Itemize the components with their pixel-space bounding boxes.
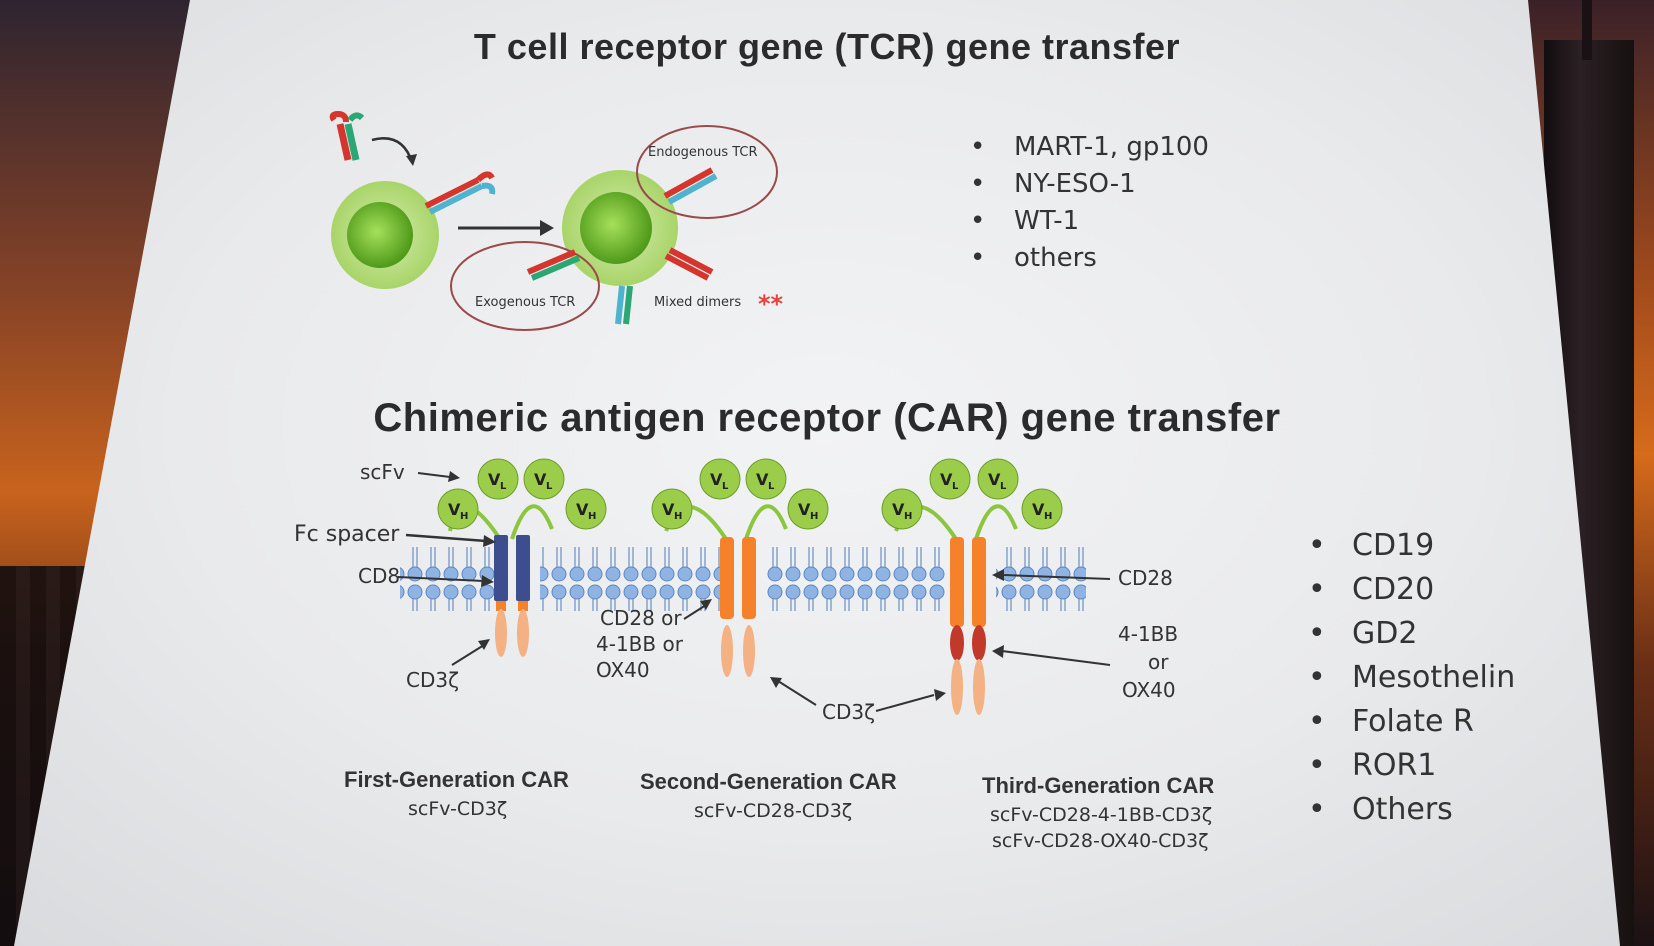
- car-target-item: GD2: [1308, 616, 1515, 660]
- svg-text:V: V: [940, 470, 953, 489]
- tcr-diagram: Endogenous TCR Exogenous TCR Mixed dimer…: [329, 110, 784, 331]
- car-target-item: ROR1: [1308, 748, 1515, 792]
- svg-text:V: V: [488, 470, 501, 489]
- tcr-section-title: T cell receptor gene (TCR) gene transfer: [473, 26, 1181, 67]
- svg-text:H: H: [810, 511, 818, 522]
- car-section-title: Chimeric antigen receptor (CAR) gene tra…: [373, 396, 1281, 440]
- gen2-construct: scFv-CD28-CD3ζ: [694, 800, 852, 822]
- tcr-target-item: NY-ESO-1: [970, 169, 1209, 206]
- cell-membrane: [996, 547, 1086, 611]
- cell-membrane: [766, 547, 946, 611]
- svg-text:V: V: [710, 470, 723, 489]
- car-target-item: Mesothelin: [1308, 660, 1515, 704]
- car-target-item: CD19: [1308, 528, 1515, 572]
- svg-text:H: H: [588, 511, 596, 522]
- scfv-label: scFv: [360, 460, 405, 484]
- svg-text:H: H: [904, 511, 912, 522]
- costim-label-line3: OX40: [596, 658, 650, 682]
- cd3z-center-label: CD3ζ: [822, 700, 875, 724]
- free-tcr-icon: [329, 110, 365, 161]
- gen3-construct-2: scFv-CD28-OX40-CD3ζ: [992, 830, 1208, 852]
- endogenous-tcr-label: Endogenous TCR: [648, 145, 758, 160]
- tcr-target-item: WT-1: [970, 206, 1209, 243]
- gen3-title: Third-Generation CAR: [982, 773, 1214, 798]
- fc-spacer-label: Fc spacer: [294, 522, 400, 547]
- svg-text:V: V: [576, 500, 589, 519]
- svg-text:L: L: [546, 481, 553, 492]
- curved-arrow: [371, 137, 414, 163]
- gen1-construct: scFv-CD3ζ: [408, 798, 507, 820]
- svg-text:V: V: [1032, 500, 1045, 519]
- svg-text:V: V: [534, 470, 547, 489]
- svg-text:H: H: [1044, 511, 1052, 522]
- gen2-title: Second-Generation CAR: [640, 769, 897, 794]
- exogenous-tcr-label: Exogenous TCR: [475, 295, 575, 310]
- svg-text:V: V: [756, 470, 769, 489]
- svg-text:H: H: [460, 511, 468, 522]
- t-cell-right: [450, 125, 778, 331]
- svg-text:V: V: [892, 500, 905, 519]
- svg-text:V: V: [662, 500, 675, 519]
- tcr-target-list: MART-1, gp100 NY-ESO-1 WT-1 others: [970, 132, 1209, 280]
- gen3-construct-1: scFv-CD28-4-1BB-CD3ζ: [990, 804, 1212, 826]
- cd28-right-label: CD28: [1118, 566, 1173, 590]
- car-target-item: CD20: [1308, 572, 1515, 616]
- svg-text:L: L: [500, 481, 507, 492]
- car-target-item: Folate R: [1308, 704, 1515, 748]
- second-generation-car: [664, 504, 788, 677]
- t-cell-left: [331, 171, 496, 289]
- exogenous-tcr-circle: [450, 241, 600, 331]
- car-target-item: Others: [1308, 792, 1515, 836]
- svg-text:V: V: [988, 470, 1001, 489]
- costim-label-line1: CD28 or: [600, 606, 682, 630]
- svg-text:L: L: [952, 481, 959, 492]
- svg-text:H: H: [674, 511, 682, 522]
- svg-text:V: V: [448, 500, 461, 519]
- mixed-dimers-label: Mixed dimers: [654, 295, 741, 310]
- costim-label-line2: 4-1BB or: [596, 632, 684, 656]
- bb-label-line3: OX40: [1122, 678, 1176, 702]
- tcr-target-item: MART-1, gp100: [970, 132, 1209, 169]
- svg-text:V: V: [798, 500, 811, 519]
- tcr-target-item: others: [970, 243, 1209, 280]
- mixed-dimers-stars: **: [758, 290, 784, 318]
- svg-text:L: L: [722, 481, 729, 492]
- bb-label-line2: or: [1148, 650, 1169, 674]
- cd8-label: CD8: [358, 564, 400, 588]
- gen1-title: First-Generation CAR: [344, 767, 569, 792]
- cd3z-first-label: CD3ζ: [406, 668, 459, 692]
- car-target-list: CD19 CD20 GD2 Mesothelin Folate R ROR1 O…: [1308, 528, 1515, 836]
- bb-label-line1: 4-1BB: [1118, 622, 1178, 646]
- endogenous-tcr-circle: [636, 125, 778, 219]
- svg-text:L: L: [1000, 481, 1007, 492]
- svg-text:L: L: [768, 481, 775, 492]
- cell-membrane: [540, 547, 720, 611]
